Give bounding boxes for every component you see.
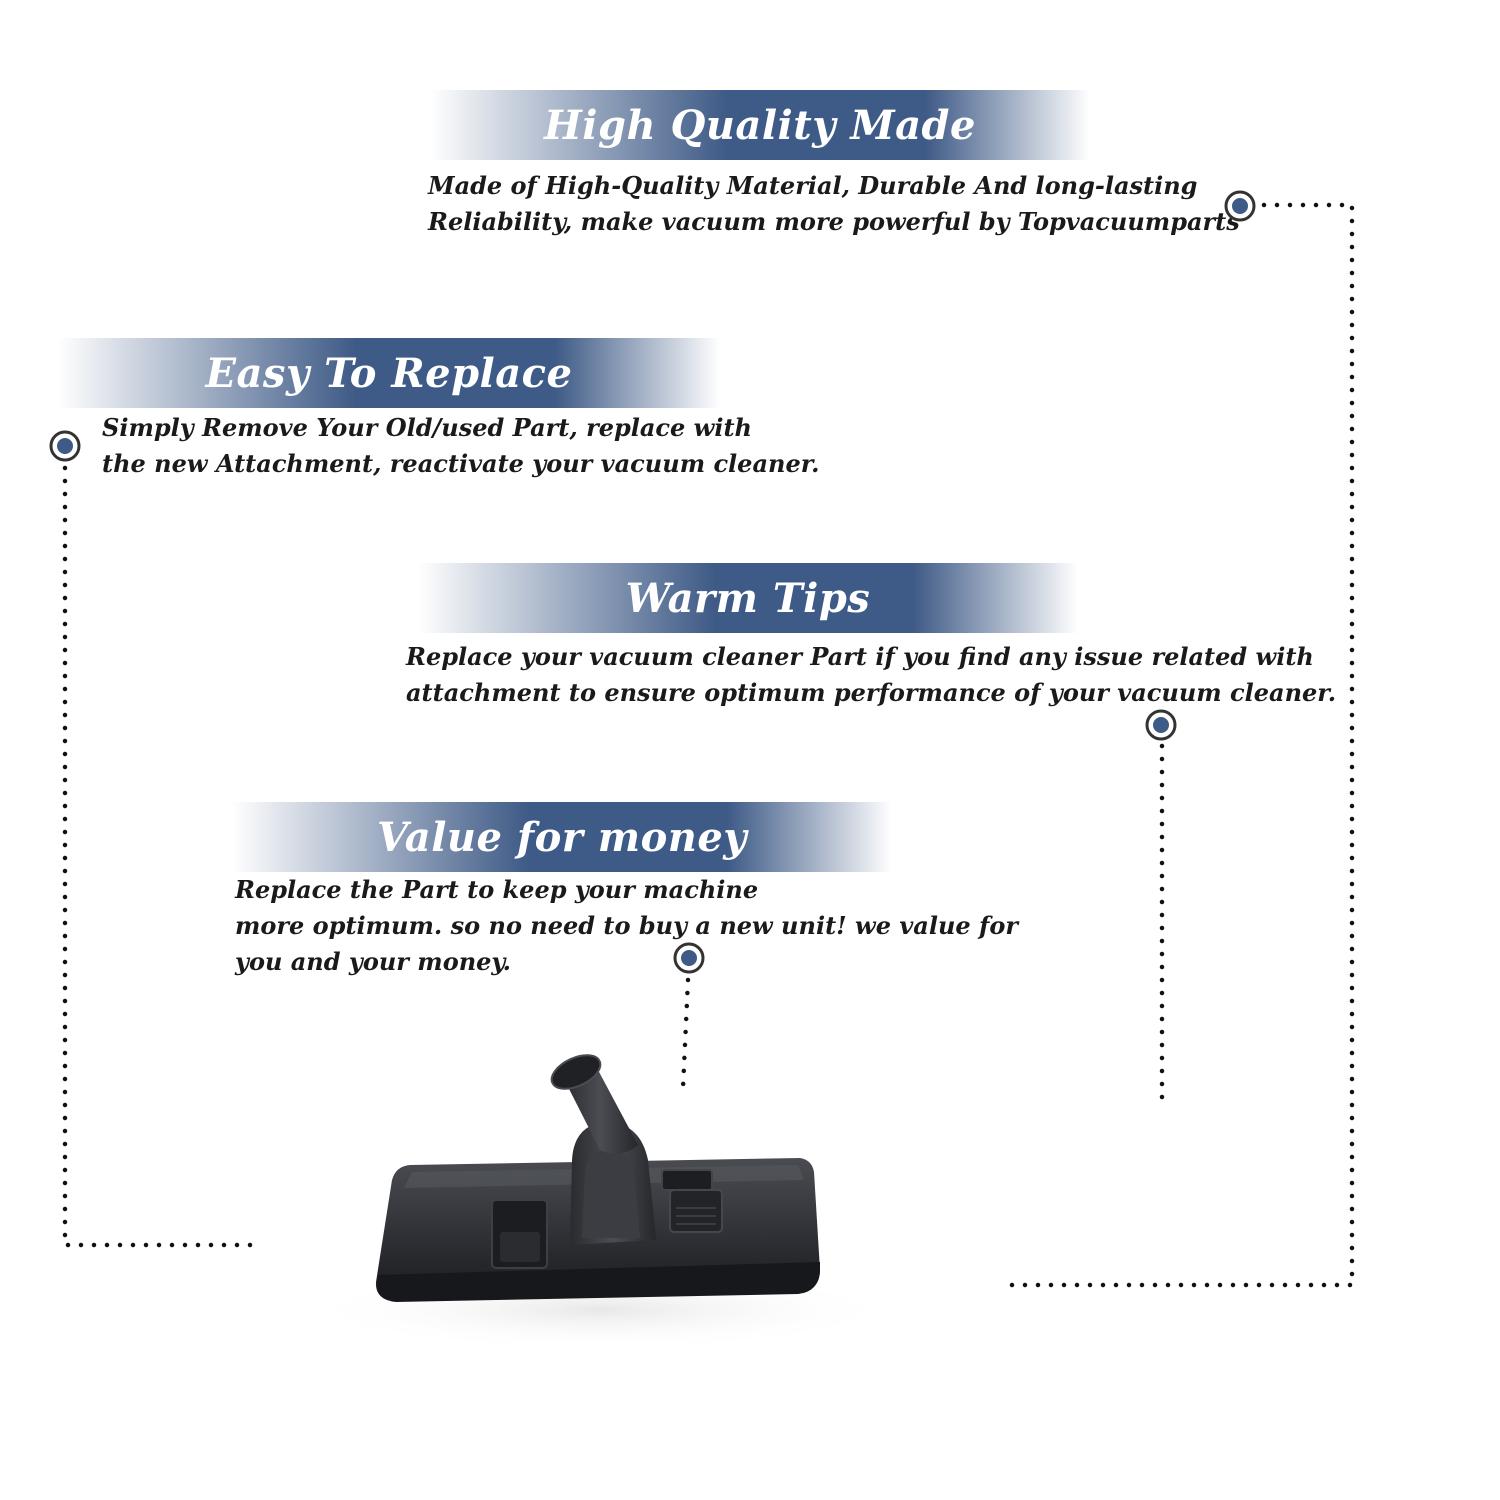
section-description: Replace the Part to keep your machine mo… xyxy=(235,872,1018,980)
connector-value xyxy=(680,977,691,1091)
target-marker-icon xyxy=(1145,709,1177,741)
description-line: Simply Remove Your Old/used Part, replac… xyxy=(102,413,752,442)
section-title: Easy To Replace xyxy=(205,349,573,397)
description-line: Made of High-Quality Material, Durable A… xyxy=(428,171,1198,200)
target-marker-icon xyxy=(49,430,81,462)
banner-high-quality: High Quality Made xyxy=(430,90,1090,160)
description-line: Replace the Part to keep your machine xyxy=(235,875,759,904)
description-line: Reliability, make vacuum more powerful b… xyxy=(428,207,1240,236)
section-title: High Quality Made xyxy=(544,101,976,149)
section-title: Warm Tips xyxy=(625,574,871,622)
description-line: the new Attachment, reactivate your vacu… xyxy=(102,449,820,478)
description-line: attachment to ensure optimum performance… xyxy=(406,678,1337,707)
banner-easy-to-replace: Easy To Replace xyxy=(58,338,720,408)
target-marker-icon xyxy=(673,942,705,974)
target-marker-icon xyxy=(1224,190,1256,222)
banner-warm-tips: Warm Tips xyxy=(418,563,1078,633)
section-title: Value for money xyxy=(376,813,748,861)
banner-value-for-money: Value for money xyxy=(232,802,892,872)
description-line: Replace your vacuum cleaner Part if you … xyxy=(406,642,1314,671)
connector-left xyxy=(62,465,265,1248)
section-description: Made of High-Quality Material, Durable A… xyxy=(428,168,1240,240)
section-description: Replace your vacuum cleaner Part if you … xyxy=(406,639,1336,711)
description-line: you and your money. xyxy=(235,947,511,976)
section-description: Simply Remove Your Old/used Part, replac… xyxy=(102,410,820,482)
description-line: more optimum. so no need to buy a new un… xyxy=(235,911,1018,940)
